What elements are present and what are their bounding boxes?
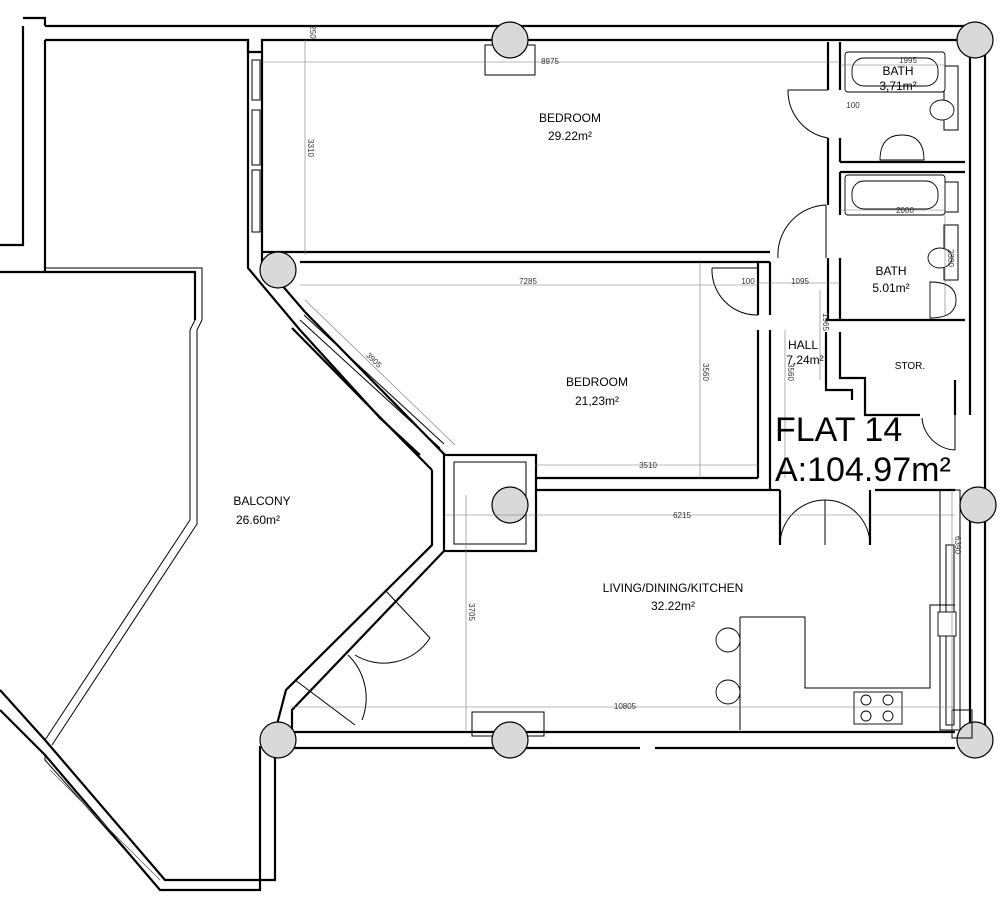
living-area: 32.22m² — [651, 599, 695, 613]
dim-3705: 3705 — [467, 603, 476, 621]
windows — [251, 59, 961, 731]
bath1-area: 3,71m² — [879, 79, 916, 93]
dim-1095: 1095 — [791, 277, 809, 286]
bedroom2-name: BEDROOM — [566, 375, 628, 389]
dim-2300: 2300 — [946, 249, 955, 267]
dim-1995: 1995 — [899, 56, 917, 65]
balcony-name: BALCONY — [233, 494, 290, 508]
column-top-right — [956, 21, 994, 59]
storage-name: STOR. — [895, 361, 925, 372]
dim-6215: 6215 — [673, 511, 691, 520]
dim-100-mid: 100 — [741, 277, 755, 286]
column-bottom-left — [259, 721, 297, 759]
bath2-name: BATH — [875, 264, 906, 278]
dim-3310: 3310 — [306, 139, 315, 157]
hall-area: 7,24m² — [786, 353, 823, 367]
dim-7285: 7285 — [519, 277, 537, 286]
dim-100-top: 100 — [846, 101, 860, 110]
column-top-mid — [491, 21, 529, 59]
dimension-lines — [262, 40, 955, 730]
hall-name: HALL — [788, 338, 818, 352]
living-name: LIVING/DINING/KITCHEN — [603, 581, 744, 595]
bath1-name: BATH — [882, 64, 913, 78]
bath2-area: 5.01m² — [872, 281, 909, 295]
interior-walls — [262, 42, 965, 748]
dim-250: 250 — [308, 25, 317, 39]
dim-2000: 2000 — [896, 206, 914, 215]
bedroom2-area: 21,23m² — [575, 394, 619, 408]
dim-3510: 3510 — [639, 461, 657, 470]
dim-1965: 1965 — [821, 313, 830, 331]
flat-area: A:104.97m² — [775, 451, 951, 489]
columns — [259, 21, 997, 759]
dim-3560-bedroom: 3560 — [701, 363, 710, 381]
kitchen — [715, 604, 957, 730]
column-center — [491, 486, 529, 524]
doors — [294, 89, 956, 726]
room-labels: BEDROOM 29.22m² BATH 3,71m² BATH 5.01m² … — [233, 64, 925, 613]
dim-3560-hall: 3560 — [786, 363, 795, 381]
column-left-mid — [259, 251, 297, 289]
balcony-area: 26.60m² — [236, 513, 280, 527]
dimension-labels: 8975 250 3310 1995 100 2000 2300 7285 10… — [306, 25, 962, 711]
dim-10805: 10805 — [614, 702, 637, 711]
dim-8975: 8975 — [541, 57, 559, 66]
flat-name: FLAT 14 — [775, 411, 902, 449]
column-bottom-mid — [491, 721, 529, 759]
outer-walls — [0, 16, 987, 750]
bedroom1-name: BEDROOM — [539, 111, 601, 125]
bedroom1-area: 29.22m² — [548, 129, 592, 143]
column-right-mid — [959, 486, 997, 524]
balcony — [0, 267, 277, 892]
column-bottom-right — [956, 721, 994, 759]
dim-6390: 6390 — [953, 536, 962, 554]
flat-title: FLAT 14 A:104.97m² — [775, 411, 951, 489]
